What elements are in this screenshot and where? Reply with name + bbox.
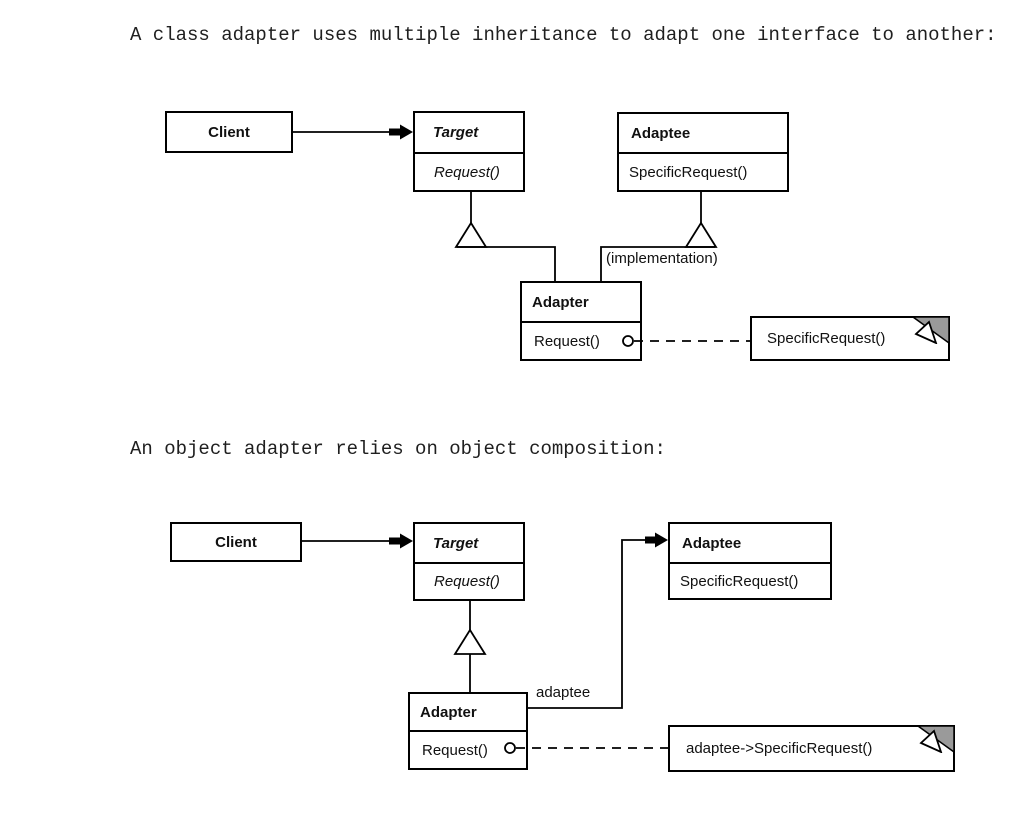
method-target-request-1: Request() [434,163,500,181]
class-box-target-2: Target Request() [413,522,525,601]
fold-flap [914,320,938,344]
association-arrowhead-3 [655,532,668,548]
class-box-client-1: Client [165,111,293,153]
class-name-client-2: Client [215,533,257,551]
class-name-adapter-1: Adapter [522,283,640,323]
association-arrowhead-1 [400,124,413,140]
method-adaptee-specificrequest-2: SpecificRequest() [680,572,799,590]
note-folded-corner-icon [912,316,950,344]
caption-class-adapter: A class adapter uses multiple inheritanc… [130,24,997,46]
class-box-client-2: Client [170,522,302,562]
inheritance-elbow-target-adapter [457,246,556,281]
association-adapter-adaptee [528,539,648,709]
class-name-client-1: Client [208,123,250,141]
note-box-specificrequest: SpecificRequest() [750,316,950,361]
adaptee-role-label: adaptee [536,684,591,701]
inheritance-triangle-adaptee-1 [684,221,718,248]
fold-flap [919,729,943,753]
class-box-adaptee-1: Adaptee SpecificRequest() [617,112,789,192]
note-text-specificrequest: SpecificRequest() [767,330,886,347]
note-box-adaptee-specificrequest: adaptee->SpecificRequest() [668,725,955,772]
implementation-label: (implementation) [606,250,718,267]
method-target-request-2: Request() [434,573,500,590]
class-box-adapter-2: Adapter Request() [408,692,528,770]
note-text-adaptee-specificrequest: adaptee->SpecificRequest() [686,740,873,757]
class-box-target-1: Target Request() [413,111,525,192]
method-adaptee-specificrequest-1: SpecificRequest() [629,163,748,181]
class-box-adaptee-2: Adaptee SpecificRequest() [668,522,832,600]
inheritance-triangle-target-2 [453,628,487,655]
class-name-target-1: Target [415,113,523,154]
method-adapter-request-2: Request() [422,741,488,759]
class-name-adaptee-2: Adaptee [670,524,830,564]
association-arrowhead-2 [400,533,413,549]
method-adapter-request-1: Request() [534,332,600,350]
class-name-target-2: Target [415,524,523,564]
class-name-adapter-2: Adapter [410,694,526,732]
inheritance-triangle-target-1 [454,221,488,248]
caption-object-adapter: An object adapter relies on object compo… [130,438,666,460]
class-box-adapter-1: Adapter Request() [520,281,642,361]
class-name-adaptee-1: Adaptee [619,114,787,154]
note-folded-corner-icon [917,725,955,753]
